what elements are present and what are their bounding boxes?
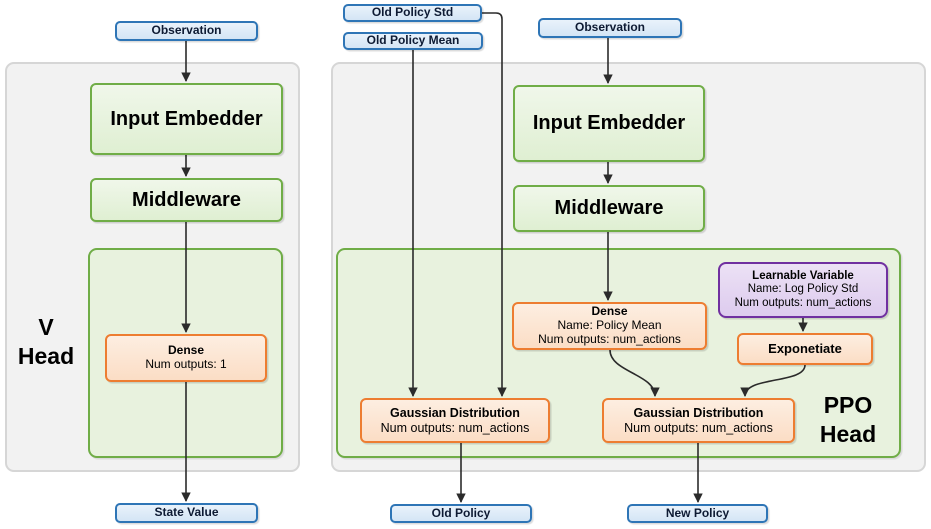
node-old-policy-std: Old Policy Std	[343, 4, 482, 22]
node-new-policy: New Policy	[627, 504, 768, 523]
node-gaussian-new-title: Gaussian Distribution	[633, 406, 764, 421]
ppo-head-label-line1: PPO	[823, 392, 873, 418]
node-old-policy: Old Policy	[390, 504, 532, 523]
ppo-head-label: PPO Head	[805, 391, 891, 449]
node-dense-v-title: Dense	[167, 343, 205, 358]
arrow-dense-to-gaussian-new	[609, 349, 660, 397]
node-learnable-variable-name: Name: Log Policy Std	[747, 283, 859, 296]
v-head-label-line1: V	[38, 314, 54, 340]
ppo-head-label-line2: Head	[819, 420, 877, 447]
node-input-embedder-v: Input Embedder	[90, 83, 283, 155]
node-middleware-ppo: Middleware	[513, 185, 705, 232]
node-exponetiate: Exponetiate	[737, 333, 873, 365]
node-learnable-variable-title: Learnable Variable	[752, 270, 854, 283]
node-dense-v-outputs: Num outputs: 1	[145, 357, 227, 371]
node-gaussian-old-title: Gaussian Distribution	[390, 406, 520, 421]
node-observation-ppo: Observation	[538, 18, 682, 38]
node-dense-ppo-name: Name: Policy Mean	[557, 318, 662, 333]
node-input-embedder-ppo: Input Embedder	[513, 85, 705, 162]
node-observation-v: Observation	[115, 21, 258, 41]
v-head-label: V Head	[13, 313, 79, 371]
node-old-policy-mean: Old Policy Mean	[343, 32, 483, 50]
node-gaussian-new-outputs: Num outputs: num_actions	[624, 420, 773, 435]
node-gaussian-old-outputs: Num outputs: num_actions	[380, 420, 530, 435]
node-dense-v: Dense Num outputs: 1	[105, 334, 267, 382]
node-middleware-v: Middleware	[90, 178, 283, 222]
arrow-old-policy-std-to-gaussian-old	[482, 12, 507, 397]
node-dense-ppo-title: Dense	[591, 304, 628, 319]
node-learnable-variable-outputs: Num outputs: num_actions	[734, 296, 872, 309]
node-dense-ppo-outputs: Num outputs: num_actions	[538, 331, 681, 346]
arrow-exponetiate-to-gaussian-new	[740, 364, 806, 397]
node-state-value: State Value	[115, 503, 258, 523]
v-head-label-line2: Head	[17, 342, 75, 369]
node-gaussian-distribution-old: Gaussian Distribution Num outputs: num_a…	[360, 398, 550, 443]
node-dense-ppo: Dense Name: Policy Mean Num outputs: num…	[512, 302, 707, 350]
node-gaussian-distribution-new: Gaussian Distribution Num outputs: num_a…	[602, 398, 795, 443]
node-learnable-variable: Learnable Variable Name: Log Policy Std …	[718, 262, 888, 318]
